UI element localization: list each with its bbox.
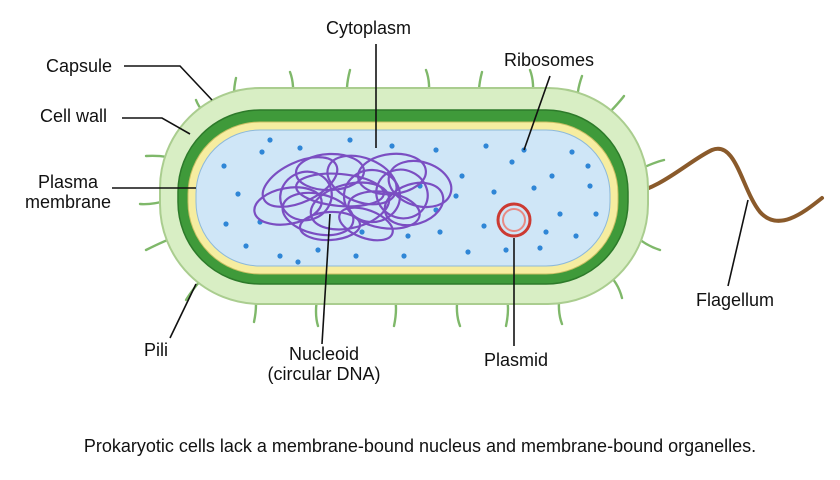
ribosome (401, 253, 407, 259)
ribosome (223, 221, 229, 227)
ribosome (549, 173, 555, 179)
ribosome (481, 223, 487, 229)
label-pili: Pili (144, 340, 169, 360)
label-nucleoid-line1: Nucleoid (288, 344, 360, 364)
dna-loop (298, 210, 362, 242)
ribosome (277, 253, 283, 259)
ribosome (437, 229, 443, 235)
leader-line-capsule (124, 65, 213, 101)
ribosome (315, 247, 321, 253)
ribosome (405, 233, 411, 239)
ribosome (453, 193, 459, 199)
label-nucleoid: Nucleoid (circular DNA) (254, 344, 394, 384)
ribosome (295, 259, 301, 265)
ribosome (459, 173, 465, 179)
label-cell-wall: Cell wall (40, 106, 108, 126)
dna-loop (347, 190, 421, 230)
leader-line-flagellum (727, 199, 749, 287)
dna-loop (342, 168, 402, 224)
leader-line-nucleoid (321, 213, 331, 345)
label-plasma-membrane: Plasma membrane (18, 172, 118, 212)
label-nucleoid-line2: (circular DNA) (267, 364, 381, 384)
ribosome (503, 247, 509, 253)
flagellum (626, 146, 824, 223)
label-capsule: Capsule (46, 56, 113, 76)
ribosome-group (221, 137, 599, 265)
ribosome (243, 243, 249, 249)
ribosome (389, 143, 395, 149)
ribosome (573, 233, 579, 239)
ribosome (433, 147, 439, 153)
nucleoid (253, 152, 453, 242)
leader-line-ribosomes (523, 75, 551, 151)
ribosome (221, 163, 227, 169)
label-plasma-membrane-line2: membrane (24, 192, 112, 212)
ribosome (585, 163, 591, 169)
ribosome (353, 253, 359, 259)
caption: Prokaryotic cells lack a membrane-bound … (83, 436, 757, 456)
dna-loop (279, 170, 333, 222)
dna-loop (295, 172, 385, 208)
dna-loop (375, 168, 429, 220)
ribosome (509, 159, 515, 165)
ribosome (587, 183, 593, 189)
leader-line-pili (169, 283, 197, 339)
leader-lines (112, 44, 749, 346)
ribosome (483, 143, 489, 149)
label-plasma-membrane-line1: Plasma (37, 172, 99, 192)
ribosome (259, 149, 265, 155)
plasmid (496, 202, 532, 238)
ribosome (593, 211, 599, 217)
leader-line-cell-wall (122, 117, 191, 135)
label-plasmid: Plasmid (484, 350, 549, 370)
ribosome (267, 137, 273, 143)
dna-loop (338, 206, 394, 242)
ribosome (235, 191, 241, 197)
ribosome (359, 229, 365, 235)
ribosome (491, 189, 497, 195)
label-cytoplasm: Cytoplasm (326, 18, 412, 38)
ribosome (543, 229, 549, 235)
ribosome (557, 211, 563, 217)
ribosome (537, 245, 543, 251)
label-ribosomes: Ribosomes (504, 50, 595, 70)
ribosome (465, 249, 471, 255)
dna-loop (261, 156, 339, 208)
ribosome (569, 149, 575, 155)
label-flagellum: Flagellum (696, 290, 775, 310)
dna-loop (383, 181, 445, 227)
ribosome (297, 145, 303, 151)
ribosome (531, 185, 537, 191)
ribosome (347, 137, 353, 143)
